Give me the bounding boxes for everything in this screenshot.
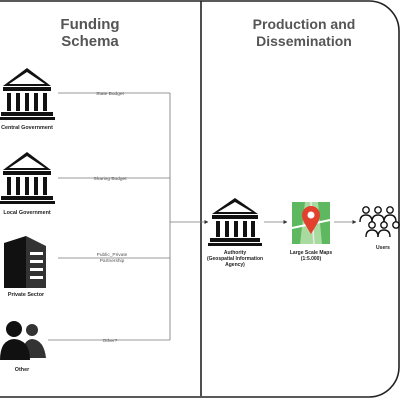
source-label: Central Government	[1, 125, 53, 131]
source-label: Other	[15, 367, 30, 373]
production-title-line-2: Dissemination	[256, 33, 352, 49]
office-building-icon	[4, 236, 46, 288]
flow-label-line-1: Large Scale Maps	[290, 250, 332, 256]
flow-label-line-1: Authority	[224, 250, 246, 256]
users-group-icon	[359, 206, 400, 238]
source-central-government: Central Government State Budget	[0, 68, 170, 131]
source-label: Private Sector	[8, 292, 45, 298]
government-building-icon	[208, 198, 262, 246]
edge-label-line-2: Partnership	[100, 258, 125, 264]
flow-label-line-2: (1:5.000)	[301, 256, 322, 262]
government-building-icon	[0, 68, 55, 120]
flow-label-line-2: (Geospatial Information	[207, 256, 263, 262]
flow-authority: Authority (Geospatial Information Agency…	[207, 198, 263, 268]
source-local-government: Local Government Sharing Budget	[0, 152, 170, 216]
source-private-sector: Private Sector Public_Private Partnershi…	[4, 236, 170, 298]
production-title-line-1: Production and	[253, 16, 356, 32]
government-building-icon	[0, 152, 55, 204]
flow-label-line-3: Agency)	[225, 262, 245, 268]
flow-label: Users	[376, 245, 390, 251]
flow-maps: Large Scale Maps (1:5.000)	[290, 201, 332, 262]
edge-label: Sharing Budget	[93, 176, 127, 182]
edge-label: Other?	[103, 338, 118, 344]
edge-label: State Budget	[96, 91, 124, 97]
flow-users: Users	[359, 206, 400, 251]
people-icon	[0, 321, 46, 360]
funding-title-line-2: Schema	[61, 33, 119, 50]
source-other: Other Other?	[0, 321, 170, 373]
map-pin-icon	[291, 201, 331, 245]
funding-title-line-1: Funding	[60, 16, 119, 33]
source-label: Local Government	[3, 210, 51, 216]
edge-label-line-1: Public_Private	[97, 252, 128, 258]
